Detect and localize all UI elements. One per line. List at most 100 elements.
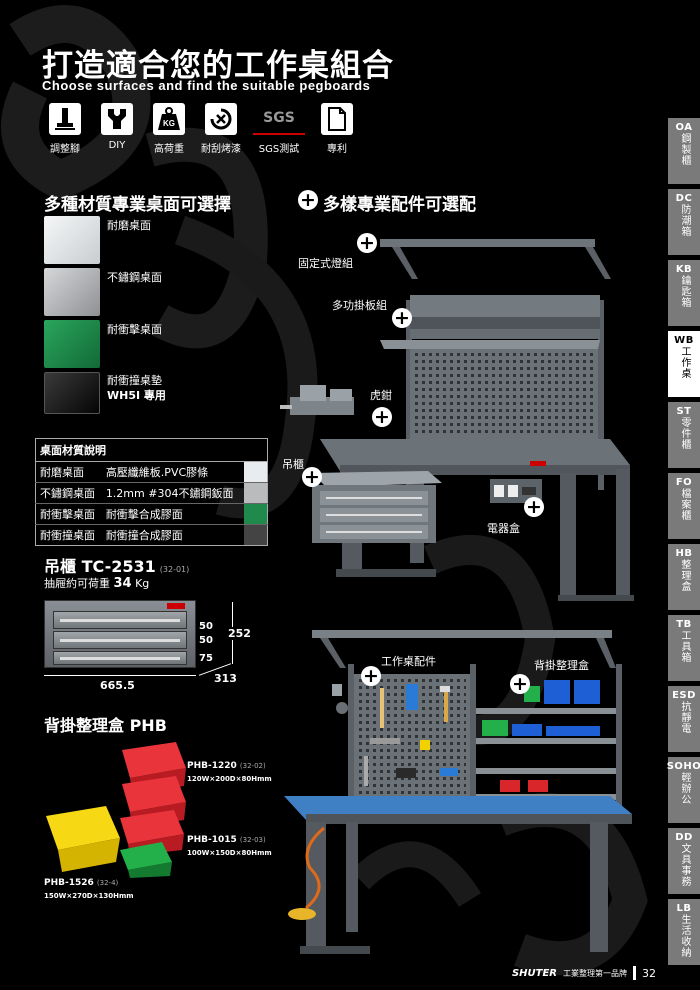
accessory-label-vise: 虎鉗 (370, 389, 392, 402)
dimension-depth: 313 (214, 672, 237, 685)
table-row: 耐磨桌面 高壓纖維板.PVC膠條 (35, 461, 268, 483)
dimension-drawer-3: 75 (199, 653, 213, 664)
side-tab-code: WB (674, 335, 694, 346)
accessory-label-electric: 電器盒 (487, 522, 520, 535)
surface-swatch-wear (44, 216, 100, 264)
table-row: 耐衝撞桌面 耐衝撞合成膠面 (35, 524, 268, 546)
side-tab-name: 工作桌 (679, 346, 690, 379)
phb-model: PHB-1015 (187, 835, 237, 845)
surface-label-line2: WH5I 專用 (107, 389, 166, 402)
phb-size: 100W×150D×80Hmm (187, 849, 272, 857)
material-table: 桌面材質說明 耐磨桌面 高壓纖維板.PVC膠條 不鏽鋼桌面 1.2mm #304… (35, 438, 268, 546)
side-tab-code: KB (675, 264, 693, 275)
scratch-resistant-icon (205, 103, 237, 135)
cabinet-drawer (53, 651, 187, 665)
cabinet-load-prefix: 抽屜約可荷重 (44, 577, 110, 590)
table-cell-desc: 1.2mm #304不鏽鋼鈑面 (101, 482, 244, 504)
feature-label: DIY (108, 140, 126, 151)
phb-code: (32-4) (96, 879, 119, 887)
table-swatch (243, 524, 268, 546)
phb-item-1220: PHB-1220 (32-02) 120W×200D×80Hmm (187, 760, 272, 786)
side-tab-code: DD (675, 832, 693, 843)
accessory-label-workbench: 工作桌配件 (381, 655, 436, 668)
table-swatch (243, 461, 268, 483)
brand-slogan: 工業整理第一品牌 (563, 968, 627, 978)
phb-size: 120W×200D×80Hmm (187, 775, 272, 783)
side-tab-name: 檔案櫃 (679, 488, 690, 521)
table-cell-desc: 耐衝撞合成膠面 (101, 524, 244, 546)
brand-badge-icon (167, 603, 185, 609)
table-swatch (243, 503, 268, 525)
table-cell-name: 不鏽鋼桌面 (35, 482, 102, 504)
diy-wrench-icon (101, 103, 133, 135)
accessory-label-light: 固定式燈組 (298, 257, 353, 270)
side-tab-name: 零件櫃 (679, 417, 690, 450)
side-tab-name: 鑰匙箱 (679, 275, 690, 308)
top-shelf (410, 295, 600, 317)
surface-swatch-stainless (44, 268, 100, 316)
page-subtitle: Choose surfaces and find the suitable pe… (42, 78, 371, 93)
workbench-with-accessories-image (280, 239, 634, 601)
cabinet-load-value: 34 (113, 576, 132, 591)
phb-item-1526: PHB-1526 (32-4) 150W×270D×130Hmm (44, 877, 134, 903)
cabinet-load: 抽屜約可荷重 34 Kg (44, 575, 149, 591)
patent-document-icon (321, 103, 353, 135)
dimension-drawer-2: 50 (199, 635, 213, 646)
accessory-label-organizer: 背掛整理盒 (534, 659, 589, 672)
feature-adjustable-foot: 調整腳 (42, 103, 88, 155)
svg-text:KG: KG (163, 119, 175, 128)
feature-label: 高荷重 (154, 144, 184, 155)
table-swatch (243, 482, 268, 504)
plus-icon: + (392, 308, 412, 328)
side-tab-name: 抗靜電 (679, 701, 690, 734)
plus-icon: + (361, 666, 381, 686)
side-tab-name: 鋼製櫃 (679, 133, 690, 166)
brand-logo: SHUTER (511, 967, 557, 979)
hanging-cabinet-image (312, 471, 442, 543)
phb-item-1015: PHB-1015 (32-03) 100W×150D×80Hmm (187, 834, 272, 860)
middle-shelf (380, 340, 600, 349)
side-tab-name: 生活收納 (679, 914, 690, 958)
side-tab-name: 文具事務 (679, 843, 690, 887)
cabinet-drawer (53, 631, 187, 649)
side-tab-code: FO (675, 477, 693, 488)
workbench-blue-top-image (284, 630, 632, 954)
plus-icon: + (357, 233, 377, 253)
dimension-width: 665.5 (100, 679, 135, 692)
feature-label: 調整腳 (50, 144, 80, 155)
accessory-label-cabinet: 吊櫃 (282, 458, 304, 471)
side-tab-code: LB (676, 903, 692, 914)
sgs-logo-icon: SGS (253, 103, 305, 135)
dimension-line (44, 675, 196, 676)
accessories-heading: 多樣專業配件可選配 (323, 195, 476, 215)
plus-icon: + (372, 407, 392, 427)
red-bin-stack (120, 742, 186, 856)
footer-divider (633, 966, 636, 980)
surface-swatch-mat (44, 372, 100, 414)
table-cell-name: 耐衝擊桌面 (35, 503, 102, 525)
feature-sgs: SGS SGS測試 (250, 103, 308, 155)
dimension-drawer-1: 50 (199, 621, 213, 632)
cabinet-model: 吊櫃 TC-2531 (44, 557, 156, 576)
plus-icon: + (524, 497, 544, 517)
dimension-height: 252 (228, 627, 251, 640)
plus-icon: + (510, 674, 530, 694)
light-bar (380, 239, 595, 247)
phb-code: (32-02) (239, 762, 266, 770)
organizer-bins-image (46, 742, 186, 878)
feature-patent: 專利 (314, 103, 360, 155)
plus-icon: + (298, 190, 318, 210)
plus-icon: + (302, 467, 322, 487)
